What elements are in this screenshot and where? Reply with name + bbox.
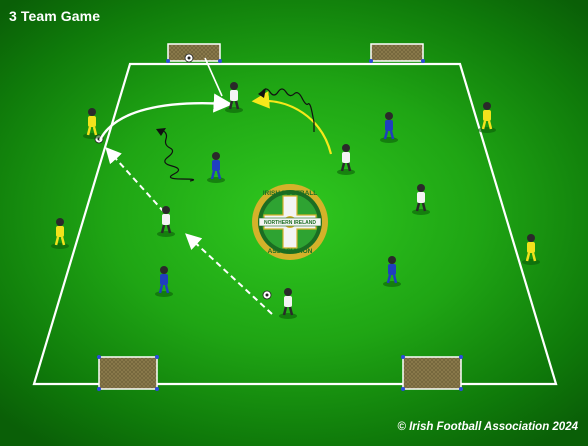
pass-arrow-dashed-2 [185,233,273,315]
run-arrow-white [98,93,233,141]
player-blue-1 [207,152,225,183]
ball-line-top [204,57,223,97]
run-arrow-yellow [251,91,333,155]
logo-bottom-text: ASSOCIATION [268,248,313,255]
ball-bottom [262,290,272,300]
pass-arrow-dashed-1 [105,147,165,213]
logo-middle-text: NORTHERN IRELAND [264,220,316,226]
dribble-squiggle-2 [161,129,195,182]
player-white-1 [225,82,243,113]
dribble-squiggle-1 [261,88,315,132]
goal-bottom-right [401,355,463,391]
player-blue-3 [155,266,173,297]
player-white-5 [279,288,297,319]
player-white-3 [412,184,430,215]
goal-top-left [166,43,222,63]
player-white-4 [157,206,175,237]
pitch-boundary [32,62,558,386]
logo-top-text: IRISH FOOTBALL [263,190,318,197]
player-yellow-1 [83,108,101,139]
goal-top-right [369,43,425,63]
player-yellow-4 [522,234,540,265]
diagram-title: 3 Team Game [9,8,101,24]
goal-bottom-left [97,355,159,391]
copyright-notice: © Irish Football Association 2024 [397,421,578,433]
player-blue-2 [380,112,398,143]
player-yellow-2 [51,218,69,249]
player-blue-4 [383,256,401,287]
ifa-logo [252,184,328,260]
ball-top [184,53,194,63]
player-white-2 [337,144,355,175]
player-yellow-3 [478,102,496,133]
